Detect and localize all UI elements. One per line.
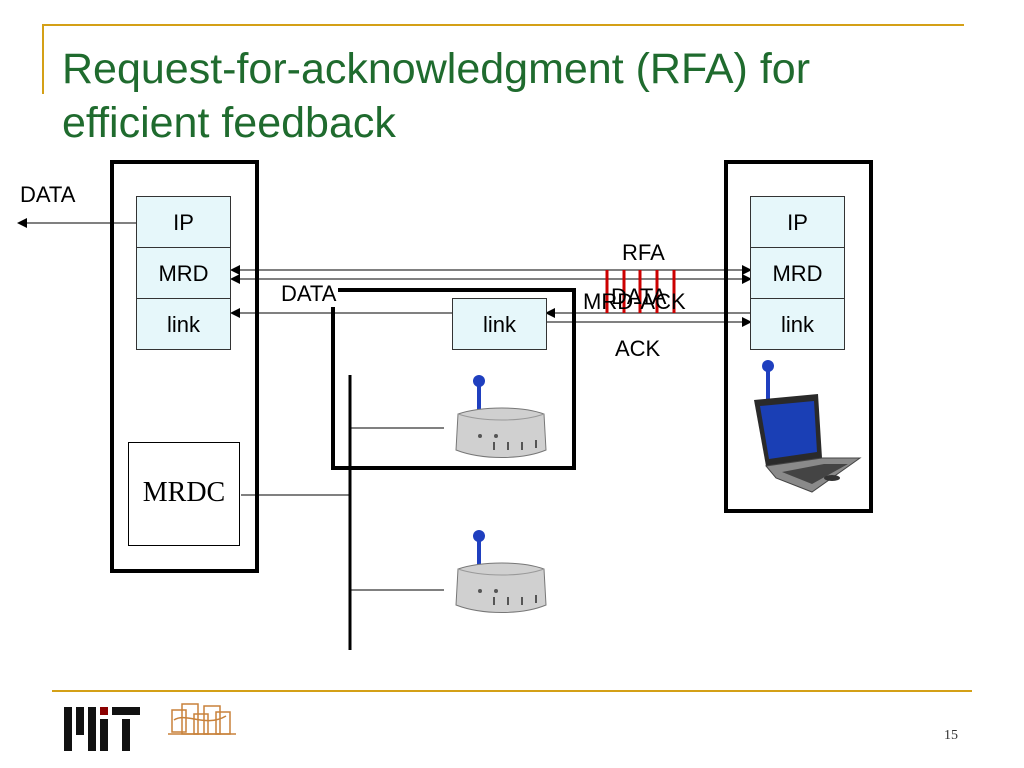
left-mrd-label: MRD [158,261,209,286]
left-ip-layer: IP [136,196,231,248]
right-ip-layer: IP [750,196,845,248]
rfa-marks [605,270,676,313]
middle-link-label: link [482,312,516,337]
left-rule [42,24,44,94]
right-mrd-layer: MRD [750,247,845,299]
left-link-layer: link [136,298,231,350]
mrd-ack-label: MRD-ACK [583,289,686,314]
wifi-router-icon [455,375,547,458]
left-ip-label: IP [173,210,194,235]
slide-title: Request-for-acknowledgment (RFA) for eff… [62,42,962,150]
top-rule [42,24,964,26]
rfa-label: RFA [622,240,665,265]
ack-label: ACK [615,336,661,361]
right-ip-label: IP [787,210,808,235]
mrdc-label: MRDC [142,477,226,508]
right-mrd-label: MRD [772,261,823,286]
left-mrd-layer: MRD [136,247,231,299]
outgoing-data-label: DATA [20,182,76,207]
middle-link-layer: link [452,298,547,350]
data-message-label: DATA [611,284,667,309]
middle-data-label: DATA [279,281,339,307]
mrdc-box: MRDC [128,442,240,546]
left-link-label: link [166,312,200,337]
wifi-router-icon [455,530,547,613]
title-line-1: Request-for-acknowledgment (RFA) for [62,45,811,93]
page-number: 15 [944,728,958,743]
right-link-layer: link [750,298,845,350]
laptop-icon [754,360,862,493]
right-link-label: link [780,312,814,337]
csail-logo [168,703,236,735]
mit-logo [64,707,140,751]
title-line-2: efficient feedback [62,99,396,147]
bottom-rule [52,690,972,692]
